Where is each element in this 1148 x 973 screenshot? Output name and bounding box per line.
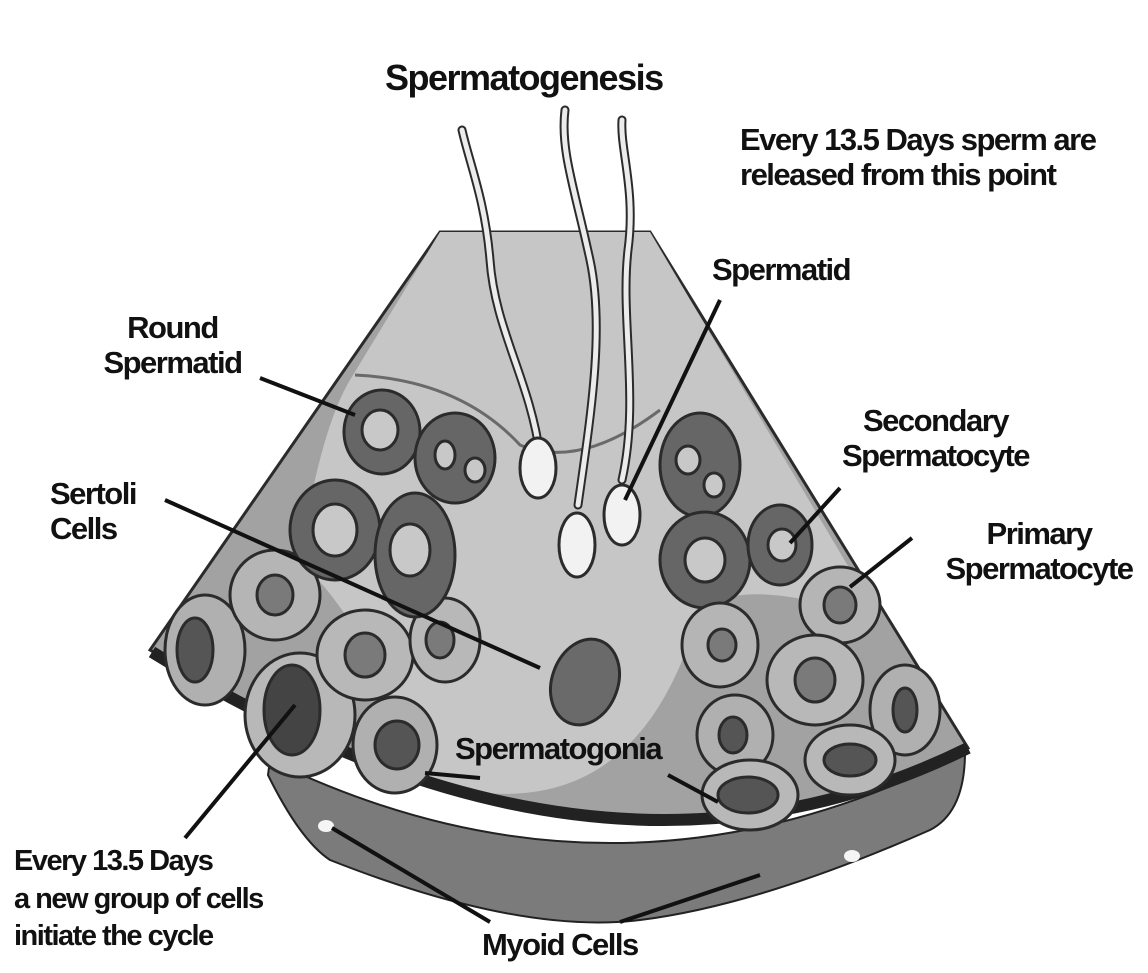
label-line: Cells [50, 512, 136, 547]
label-line: Spermatocyte [828, 439, 1043, 474]
diagram-title: Spermatogenesis [385, 58, 663, 98]
label-line: Every 13.5 Days sperm are [740, 123, 1095, 158]
label-primary-spermatocyte: Primary Spermatocyte [933, 517, 1145, 586]
label-myoid-cells: Myoid Cells [482, 928, 638, 963]
label-line: Spermatocyte [933, 552, 1145, 587]
label-line: initiate the cycle [14, 918, 263, 956]
label-line: a new group of cells [14, 881, 263, 919]
label-new-group: Every 13.5 Days a new group of cells ini… [14, 843, 263, 956]
label-line: Every 13.5 Days [14, 843, 263, 881]
label-line: Spermatid [90, 346, 255, 381]
myoid-cell-nucleus [318, 820, 334, 832]
label-spermatogonia: Spermatogonia [455, 732, 661, 767]
label-secondary-spermatocyte: Secondary Spermatocyte [828, 404, 1043, 473]
label-line: released from this point [740, 158, 1095, 193]
label-line: Sertoli [50, 477, 136, 512]
label-line: Secondary [828, 404, 1043, 439]
leader-primary-spermatocyte [850, 538, 912, 587]
label-sertoli-cells: Sertoli Cells [50, 477, 136, 546]
label-line: Primary [933, 517, 1145, 552]
myoid-cell-nucleus [844, 850, 860, 862]
label-sperm-release: Every 13.5 Days sperm are released from … [740, 123, 1095, 192]
label-spermatid: Spermatid [712, 253, 850, 288]
label-round-spermatid: Round Spermatid [90, 311, 255, 380]
label-line: Round [90, 311, 255, 346]
